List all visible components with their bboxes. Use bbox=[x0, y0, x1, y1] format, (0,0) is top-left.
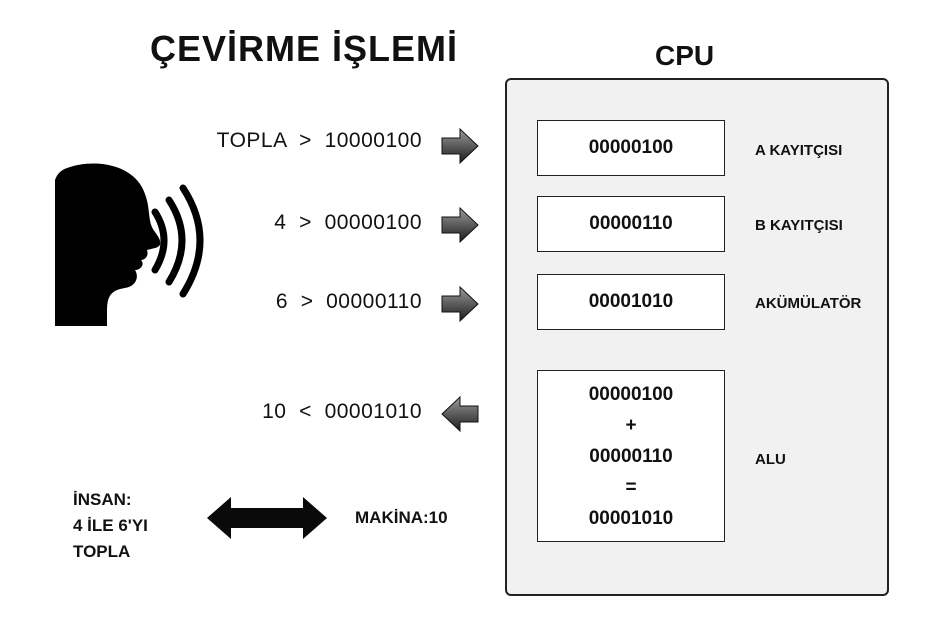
human-text: İNSAN: 4 İLE 6'YI TOPLA bbox=[73, 487, 148, 565]
conversion-binary: 00000110 bbox=[326, 290, 422, 313]
register-b-label: B KAYITÇISI bbox=[755, 217, 843, 234]
conversion-input: 4 bbox=[274, 211, 287, 234]
register-a-label: A KAYITÇISI bbox=[755, 142, 843, 159]
conversion-symbol: > bbox=[299, 129, 312, 152]
human-line-1: İNSAN: bbox=[73, 490, 132, 509]
conversion-input: TOPLA bbox=[216, 129, 287, 152]
speaking-head-icon bbox=[55, 163, 204, 326]
cpu-box: 00000100 A KAYITÇISI 00000110 B KAYITÇIS… bbox=[505, 78, 889, 596]
conversion-symbol: > bbox=[300, 290, 314, 313]
double-arrow-icon bbox=[207, 497, 327, 539]
page-title: ÇEVİRME İŞLEMİ bbox=[150, 28, 459, 69]
arrow-right-icon bbox=[441, 285, 479, 323]
alu-label: ALU bbox=[755, 451, 786, 468]
alu-box: 00000100 + 00000110 = 00001010 bbox=[537, 370, 725, 542]
accumulator-label: AKÜMÜLATÖR bbox=[755, 295, 862, 312]
human-line-2: 4 İLE 6'YI bbox=[73, 516, 148, 535]
register-b-value: 00000110 bbox=[537, 196, 725, 252]
machine-text: MAKİNA:10 bbox=[355, 508, 448, 527]
alu-operand-1: 00000100 bbox=[588, 383, 674, 405]
conversion-row-6: 6 > 00000110 bbox=[2, 290, 422, 314]
arrow-right-icon bbox=[441, 127, 479, 165]
conversion-binary: 00001010 bbox=[324, 400, 422, 423]
human-line-3: TOPLA bbox=[73, 542, 131, 561]
accumulator-value: 00001010 bbox=[537, 274, 725, 330]
alu-operand-2: 00000110 bbox=[589, 445, 673, 467]
register-a-value: 00000100 bbox=[537, 120, 725, 176]
alu-result: 00001010 bbox=[588, 507, 674, 529]
conversion-symbol: > bbox=[299, 211, 312, 234]
conversion-row-topla: TOPLA > 10000100 bbox=[2, 129, 422, 153]
conversion-binary: 10000100 bbox=[324, 129, 422, 152]
alu-operator: + bbox=[625, 414, 637, 436]
cpu-title: CPU bbox=[655, 40, 715, 71]
arrow-left-icon bbox=[441, 395, 479, 433]
conversion-input: 10 bbox=[262, 400, 287, 423]
conversion-symbol: < bbox=[299, 400, 312, 423]
arrow-right-icon bbox=[441, 206, 479, 244]
conversion-binary: 00000100 bbox=[324, 211, 422, 234]
conversion-row-10: 10 < 00001010 bbox=[2, 400, 422, 424]
conversion-input: 6 bbox=[275, 290, 289, 313]
conversion-row-4: 4 > 00000100 bbox=[2, 211, 422, 235]
alu-equals: = bbox=[625, 476, 637, 498]
